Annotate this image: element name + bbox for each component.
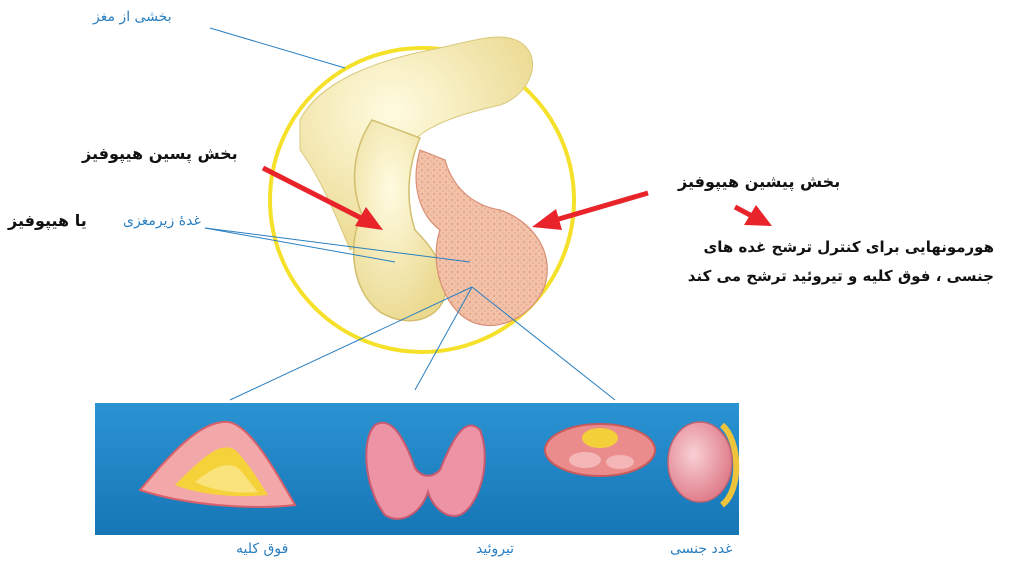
- label-or-pituitary: یا هیپوفیز: [8, 211, 87, 230]
- label-anterior-pituitary: بخش پیشین هیپوفیز: [678, 172, 840, 191]
- label-hormones-line1: هورمونهایی برای کنترل ترشح غده های: [704, 236, 994, 258]
- panel-gonads: [539, 403, 739, 535]
- arrow-hormones: [735, 205, 772, 226]
- brain-pointer-line: [210, 28, 345, 68]
- panel-label-gonads: غدد جنسی: [670, 541, 732, 557]
- label-hormones-line2: جنسی ، فوق کلیه و تیروئید ترشح می کند: [688, 265, 994, 287]
- panel-label-adrenal: فوق کلیه: [236, 541, 288, 557]
- panel-adrenal: [95, 403, 317, 535]
- label-gland-name: غدۀ زیرمغزی: [123, 213, 201, 229]
- label-posterior-pituitary: بخش پسین هیپوفیز: [82, 144, 238, 163]
- panel-label-thyroid: تیروئید: [476, 541, 514, 557]
- connector-gonads: [472, 287, 615, 400]
- label-brain-part: بخشی از مغز: [93, 9, 172, 25]
- panel-thyroid: [317, 403, 539, 535]
